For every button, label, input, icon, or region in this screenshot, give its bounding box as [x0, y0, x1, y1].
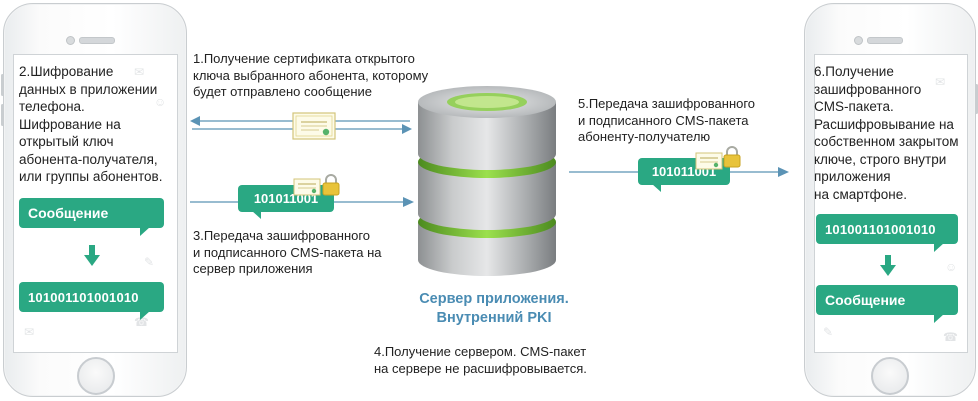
right-phone-side-button — [975, 84, 978, 114]
right-phone-home-button — [871, 357, 909, 395]
server-caption-line: Внутренний PKI — [436, 310, 552, 326]
description-line: зашифрованного — [814, 81, 922, 97]
background-pattern: ✉ — [24, 325, 35, 339]
description-line: CMS-пакета. — [814, 99, 894, 114]
step3-line: сервер приложения — [193, 261, 313, 276]
description-line: Расшифровывание на — [814, 116, 954, 132]
background-pattern: ✎ — [823, 325, 834, 339]
description-line: или группы абонентов. — [19, 169, 163, 184]
left-phone-description: 2.Шифрование данных в приложении телефон… — [19, 63, 179, 186]
step4-line: на сервере не расшифровывается. — [374, 360, 587, 376]
encrypted-label: 101001101001010 — [28, 289, 139, 305]
packet-certificate-icon — [695, 152, 723, 170]
background-pattern: ✉ — [134, 65, 145, 79]
right-down-arrow-icon — [880, 255, 896, 276]
message-label: Сообщение — [28, 205, 109, 221]
left-phone-side-button — [1, 104, 4, 126]
left-phone-home-button — [77, 357, 115, 395]
database-server-icon — [418, 86, 556, 276]
left-down-arrow-icon — [84, 245, 100, 266]
step3-line: 3.Передача зашифрованного — [193, 228, 371, 243]
step1-line: будет отправлено сообщение — [193, 84, 373, 99]
lock-icon — [322, 174, 340, 196]
step1-text: 1.Получение сертификата открытого ключа … — [193, 51, 463, 101]
step5-line: абоненту-получателю — [578, 129, 711, 144]
left-phone-side-button — [1, 74, 4, 96]
description-line: на смартфоне. — [814, 186, 907, 202]
description-line: ключе, строго внутри — [814, 151, 947, 167]
step5-line: и подписанного CMS-пакета — [578, 112, 749, 128]
step1-line: 1.Получение сертификата открытого — [193, 51, 415, 66]
left-phone-speaker — [79, 37, 115, 44]
background-pattern: ☺ — [154, 95, 167, 109]
step4-text: 4.Получение сервером. CMS-пакет на серве… — [374, 344, 634, 377]
packet-certificate-icon — [293, 178, 321, 196]
step5-line: 5.Передача зашифрованного — [578, 96, 756, 111]
description-line: собственном закрытом — [814, 134, 959, 149]
left-encrypted-bubble: 101001101001010 — [19, 282, 164, 320]
description-line: открытый ключ — [19, 134, 114, 149]
step1-line: ключа выбранного абонента, которому — [193, 67, 429, 83]
right-phone-camera — [854, 36, 863, 45]
background-pattern: ✉ — [935, 75, 946, 89]
background-pattern: ☺ — [945, 260, 958, 274]
description-line: 2.Шифрование — [19, 64, 114, 79]
background-pattern: ✎ — [144, 255, 155, 269]
server-caption: Сервер приложения. Внутренний PKI — [384, 290, 604, 328]
description-line: приложения — [814, 169, 891, 184]
step3-line: и подписанного CMS-пакета на — [193, 244, 382, 260]
encrypted-label: 101001101001010 — [825, 221, 936, 237]
description-line: данных в приложении — [19, 81, 158, 97]
certificate-icon — [292, 112, 336, 140]
right-encrypted-bubble: 101001101001010 — [816, 214, 958, 252]
description-line: абонента-получателя, — [19, 151, 158, 167]
step5-text: 5.Передача зашифрованного и подписанного… — [578, 96, 798, 146]
lock-icon — [723, 146, 741, 168]
left-message-bubble: Сообщение — [19, 198, 164, 236]
right-message-bubble: Сообщение — [816, 285, 958, 323]
step4-line: 4.Получение сервером. CMS-пакет — [374, 344, 587, 359]
description-line: 6.Получение — [814, 64, 894, 79]
right-phone-description: 6.Получение зашифрованного CMS-пакета. Р… — [814, 63, 964, 203]
step3-text: 3.Передача зашифрованного и подписанного… — [193, 228, 423, 278]
background-pattern: ☎ — [943, 330, 958, 344]
message-label: Сообщение — [825, 292, 906, 308]
description-line: Шифрование на — [19, 116, 121, 132]
right-phone-speaker — [867, 37, 903, 44]
right-packet-bubble: 101011001 — [638, 158, 730, 192]
description-line: телефона. — [19, 99, 85, 114]
server-caption-line: Сервер приложения. — [419, 291, 569, 307]
left-phone-camera — [66, 36, 75, 45]
